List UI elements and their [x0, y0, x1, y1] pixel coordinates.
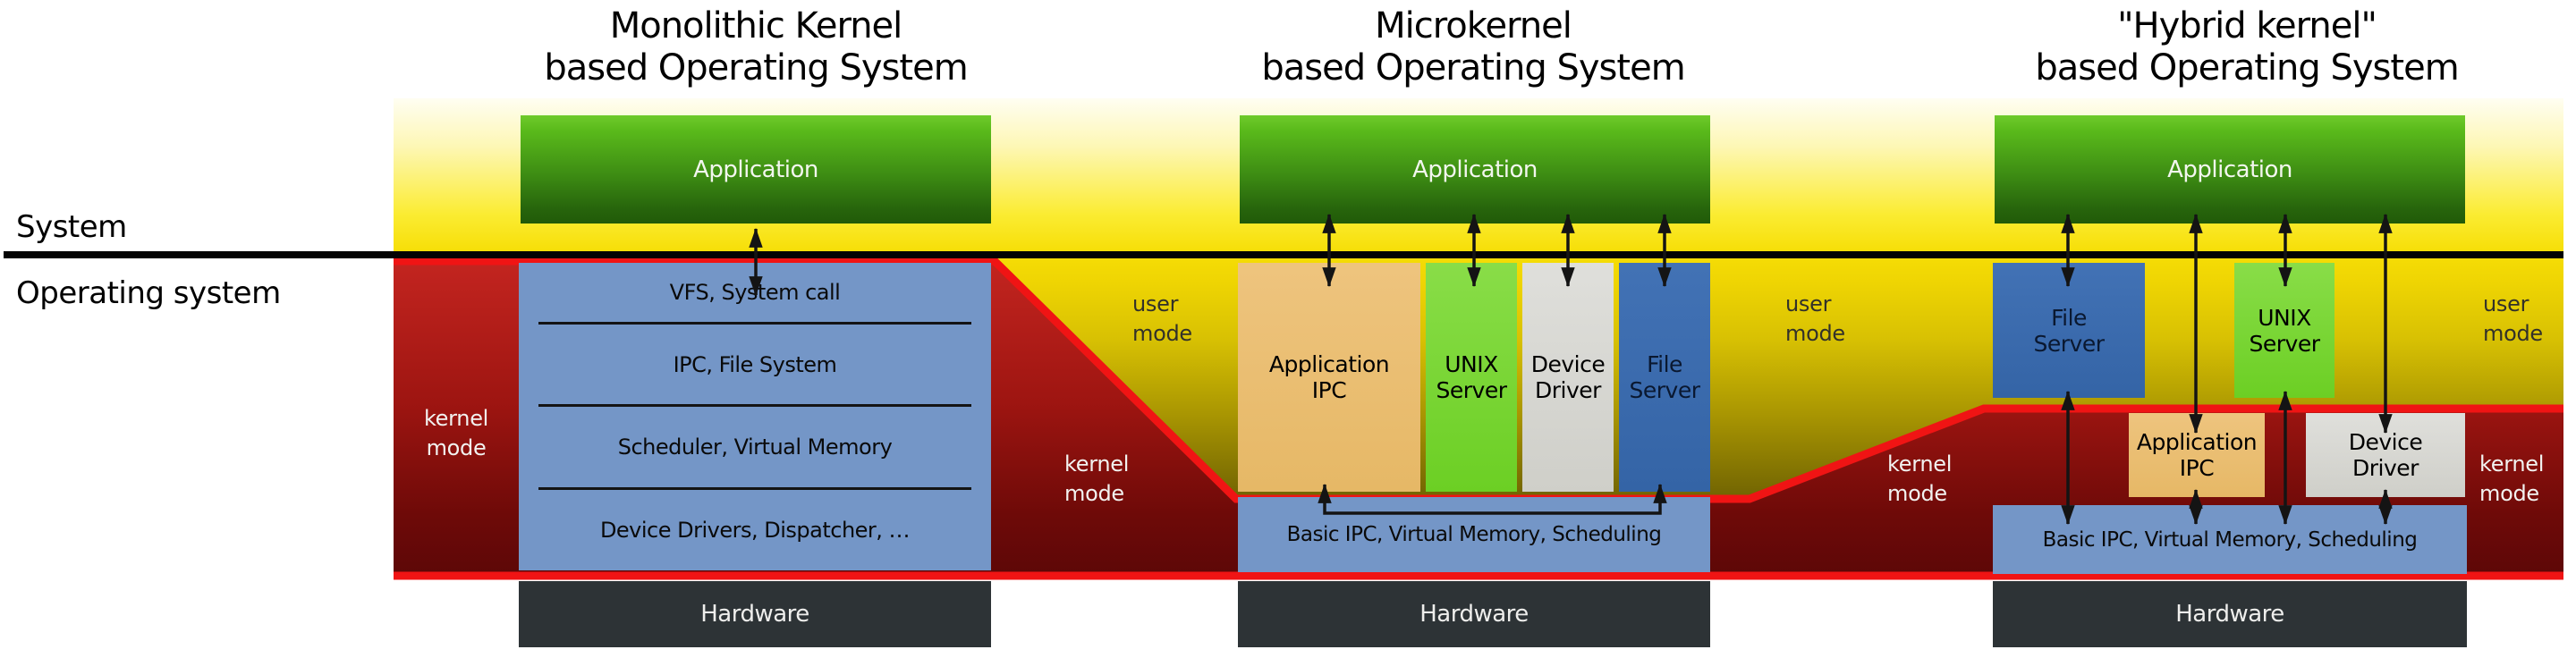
- mode-word: mode: [2483, 321, 2543, 346]
- monolithic-application-block: Application: [521, 115, 991, 224]
- mode-word: mode: [2479, 481, 2539, 506]
- monolithic-hardware-block: Hardware: [519, 581, 991, 647]
- row-separator: [538, 404, 971, 407]
- kernel-word: kernel: [423, 406, 489, 431]
- microkernel-application-ipc-block: Application IPC: [1238, 263, 1420, 492]
- microkernel-device-driver-label: Device Driver: [1530, 351, 1606, 403]
- microkernel-unix-server-block: UNIX Server: [1426, 263, 1517, 492]
- title-microkernel: Microkernel based Operating System: [1196, 5, 1750, 89]
- operating-system-label: Operating system: [16, 275, 281, 311]
- hybrid-hardware-block: Hardware: [1993, 581, 2467, 647]
- monolithic-kernel-box: VFS, System call IPC, File System Schedu…: [519, 263, 991, 570]
- microkernel-application-block: Application: [1240, 115, 1710, 224]
- user-word: user: [1132, 291, 1179, 316]
- microkernel-file-server-label: File Server: [1629, 351, 1700, 403]
- row-separator: [538, 487, 971, 490]
- microkernel-file-server-block: File Server: [1619, 263, 1710, 492]
- microkernel-unix-server-label: UNIX Server: [1436, 351, 1507, 403]
- kernel-word: kernel: [1064, 451, 1130, 477]
- title-hybrid: "Hybrid kernel" based Operating System: [1970, 5, 2524, 89]
- kernel-mode-label-right: kernel mode: [2479, 450, 2544, 509]
- user-word: user: [2483, 291, 2529, 316]
- title-monolithic: Monolithic Kernel based Operating System: [479, 5, 1033, 89]
- hybrid-device-driver-block: Device Driver: [2306, 413, 2465, 497]
- title-microkernel-line1: Microkernel: [1375, 5, 1572, 46]
- monolithic-row-ipc: IPC, File System: [673, 351, 837, 377]
- hybrid-application-block: Application: [1995, 115, 2465, 224]
- row-separator: [538, 322, 971, 325]
- user-mode-label-gap2: user mode: [1785, 290, 1845, 349]
- mode-word: mode: [1785, 321, 1845, 346]
- monolithic-row-drivers: Device Drivers, Dispatcher, …: [599, 518, 911, 543]
- user-word: user: [1785, 291, 1832, 316]
- microkernel-hardware-block: Hardware: [1238, 581, 1710, 647]
- mode-word: mode: [1132, 321, 1192, 346]
- title-monolithic-line1: Monolithic Kernel: [609, 5, 903, 46]
- microkernel-device-driver-block: Device Driver: [1522, 263, 1614, 492]
- monolithic-row-scheduler: Scheduler, Virtual Memory: [617, 434, 893, 460]
- kernel-word: kernel: [1887, 451, 1953, 477]
- title-hybrid-line2: based Operating System: [2035, 47, 2459, 89]
- title-microkernel-line2: based Operating System: [1261, 47, 1685, 89]
- title-monolithic-line2: based Operating System: [544, 47, 968, 89]
- hybrid-unix-server-label: UNIX Server: [2249, 304, 2320, 357]
- kernel-mode-label-monolithic: kernel mode: [394, 404, 519, 463]
- system-label: System: [16, 209, 127, 245]
- kernel-mode-label-gap2: kernel mode: [1887, 450, 1952, 509]
- mode-word: mode: [1064, 481, 1124, 506]
- arrow-micro-ipc-fileserver: [1318, 483, 1667, 515]
- microkernel-basic-ipc-strip: Basic IPC, Virtual Memory, Scheduling: [1238, 497, 1710, 572]
- kernel-word: kernel: [2479, 451, 2545, 477]
- user-mode-label-gap1: user mode: [1132, 290, 1192, 349]
- microkernel-application-ipc-label: Application IPC: [1268, 351, 1390, 403]
- kernel-mode-label-gap1: kernel mode: [1064, 450, 1129, 509]
- mode-word: mode: [426, 435, 487, 460]
- user-mode-label-right: user mode: [2483, 290, 2543, 349]
- hybrid-file-server-label: File Server: [2033, 304, 2105, 357]
- mode-word: mode: [1887, 481, 1947, 506]
- system-os-divider-line: [4, 251, 2563, 258]
- title-hybrid-line1: "Hybrid kernel": [2117, 5, 2377, 46]
